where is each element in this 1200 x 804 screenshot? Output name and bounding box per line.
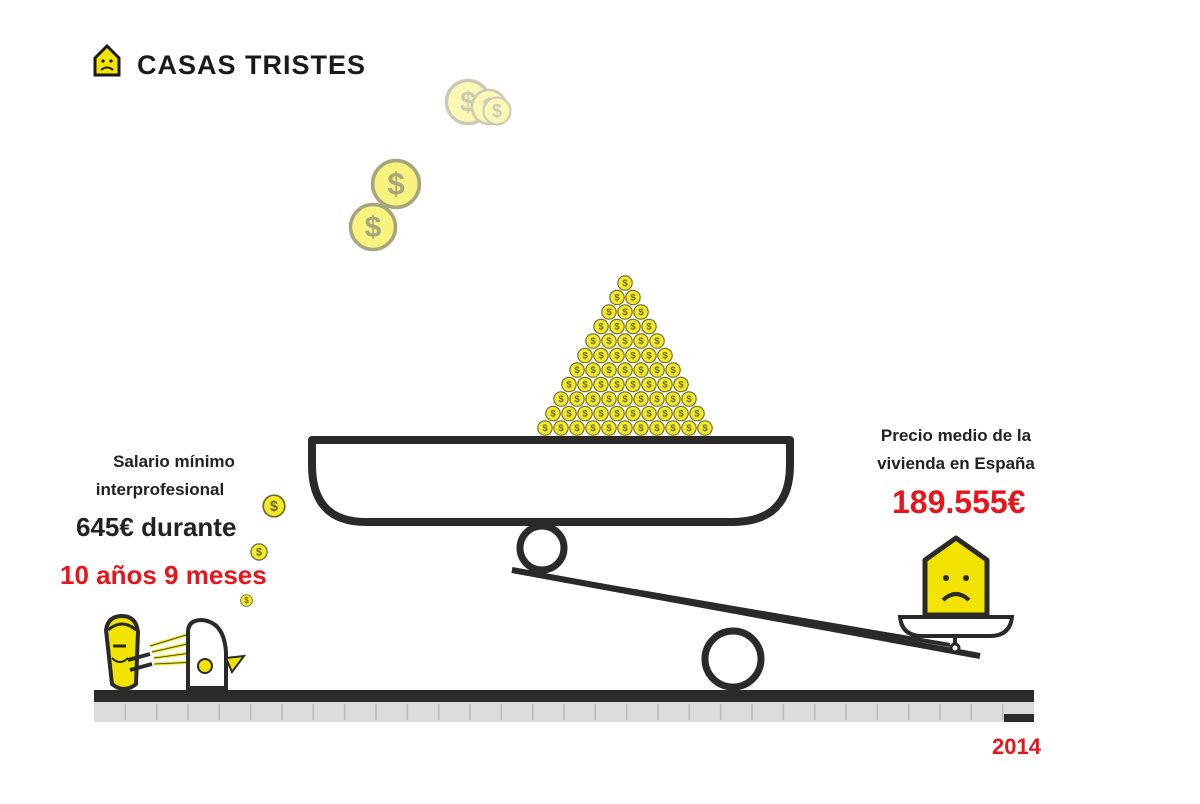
pyramid-coin (537, 420, 553, 436)
pyramid-coin (577, 347, 593, 364)
pyramid-coin (641, 405, 657, 422)
pyramid-coin (577, 405, 593, 422)
scale-lever (511, 567, 981, 659)
pyramid-coin (657, 405, 673, 422)
pyramid-coin (585, 333, 601, 349)
pyramid-coin (593, 376, 609, 393)
pyramid-coin (689, 405, 705, 422)
pyramid-coin (625, 289, 641, 306)
pyramid-coin (609, 405, 625, 422)
pyramid-coin (633, 304, 649, 320)
timeline-year: 2014 (992, 734, 1041, 759)
pyramid-coin (649, 333, 665, 349)
housing-price: 189.555€ (892, 484, 1026, 520)
pyramid-coin (561, 376, 577, 393)
pyramid-coin (673, 405, 689, 422)
timeline-track (94, 702, 1034, 722)
pyramid-coin (593, 347, 609, 364)
sad-house-logo-icon (93, 43, 121, 77)
pyramid-coin (633, 391, 649, 407)
coin-pyramid (537, 275, 713, 436)
pyramid-coin (665, 391, 681, 407)
ground-bar (94, 690, 1034, 702)
pyramid-coin (601, 304, 617, 320)
pyramid-coin (681, 420, 697, 436)
pyramid-coin (657, 347, 673, 364)
housing-label-line1: Precio medio de la (880, 426, 1032, 445)
salary-label-line1: Salario mínimo (113, 452, 235, 471)
pyramid-coin (633, 420, 649, 436)
housing-label-line2: vivienda en España (877, 454, 1035, 473)
pyramid-coin (681, 391, 697, 407)
pyramid-coin (625, 318, 641, 335)
pyramid-coin (569, 391, 585, 407)
pyramid-coin (609, 347, 625, 364)
pyramid-coin (625, 376, 641, 393)
pyramid-coin (633, 333, 649, 349)
pyramid-coin (609, 318, 625, 335)
pyramid-coin (561, 405, 577, 422)
pyramid-coin (585, 362, 601, 378)
pyramid-coin (617, 333, 633, 349)
pyramid-coin (649, 362, 665, 378)
pyramid-coin (665, 420, 681, 436)
pyramid-coin (601, 333, 617, 349)
pyramid-coin (569, 362, 585, 378)
worker-with-machine-icon (103, 613, 247, 691)
timeline-year-marker (1004, 714, 1034, 722)
pyramid-coin (625, 405, 641, 422)
pyramid-coin (553, 391, 569, 407)
falling-coins (240, 78, 512, 607)
pyramid-coin (641, 347, 657, 364)
big-scale-bowl (308, 436, 794, 526)
upper-wheel (516, 522, 568, 574)
pyramid-coin (609, 289, 625, 306)
small-scale-pan (897, 615, 1015, 654)
sad-house-icon (922, 535, 990, 618)
pyramid-coin (593, 318, 609, 335)
pyramid-coin (641, 318, 657, 335)
pyramid-coin (569, 420, 585, 436)
salary-amount: 645€ durante (76, 512, 237, 542)
pyramid-coin (601, 362, 617, 378)
pyramid-coin (625, 347, 641, 364)
pyramid-coin (697, 420, 713, 436)
pyramid-coin (617, 275, 633, 291)
salary-label-line2: interprofesional (95, 480, 225, 499)
lower-wheel (701, 627, 765, 691)
pyramid-coin (577, 376, 593, 393)
pyramid-coin (617, 362, 633, 378)
pyramid-coin (633, 362, 649, 378)
pyramid-coin (593, 405, 609, 422)
pyramid-coin (585, 420, 601, 436)
pyramid-coin (649, 420, 665, 436)
pyramid-coin (617, 420, 633, 436)
pyramid-coin (601, 391, 617, 407)
page-title: CASAS TRISTES (137, 50, 367, 80)
pyramid-coin (585, 391, 601, 407)
pyramid-coin (609, 376, 625, 393)
pyramid-coin (553, 420, 569, 436)
pyramid-coin (649, 391, 665, 407)
pyramid-coin (601, 420, 617, 436)
pyramid-coin (673, 376, 689, 393)
pyramid-coin (665, 362, 681, 378)
salary-duration: 10 años 9 meses (60, 560, 267, 590)
pyramid-coin (545, 405, 561, 422)
pyramid-coin (641, 376, 657, 393)
pyramid-coin (617, 391, 633, 407)
pyramid-coin (617, 304, 633, 320)
pyramid-coin (657, 376, 673, 393)
